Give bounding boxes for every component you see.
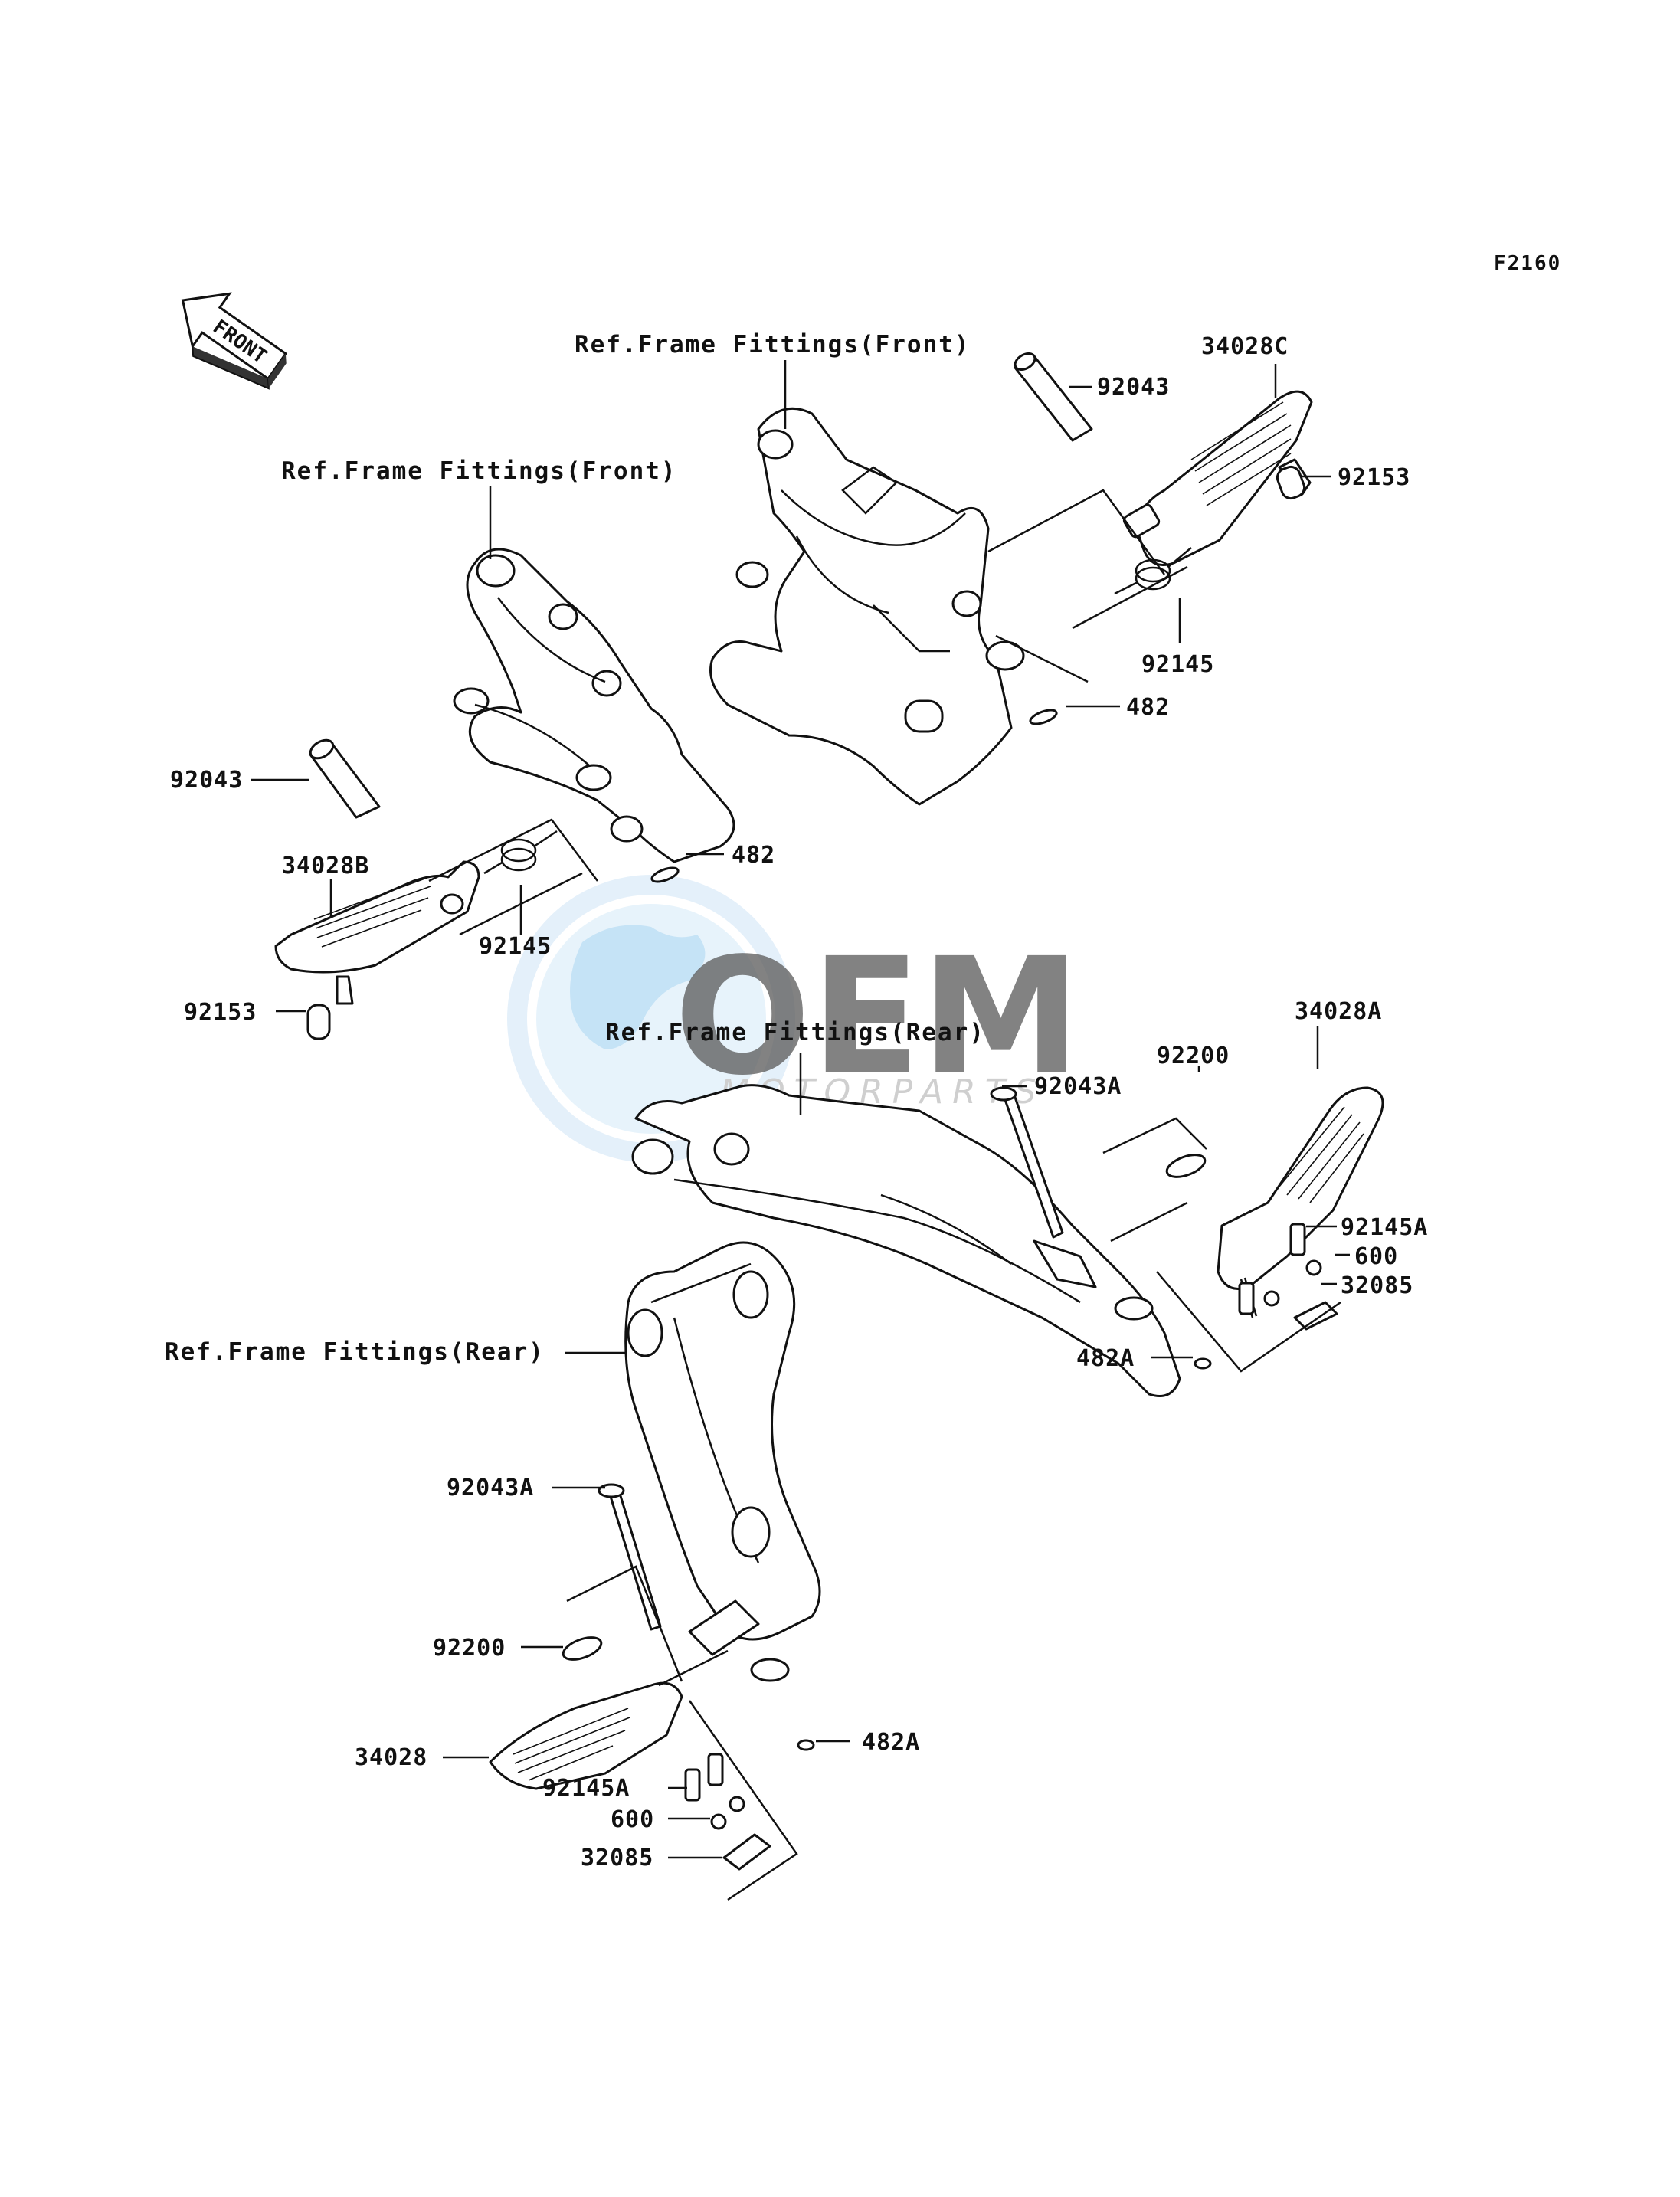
ref-rear-center: Ref.Frame Fittings(Rear): [605, 1019, 985, 1046]
bolt-92153-front-left: [336, 975, 354, 1005]
circlip-482-front-left: [650, 866, 680, 883]
label-92200-rear-left: 92200: [433, 1635, 506, 1662]
part-labels: 92043 34028C 92153 92145 482 92043 34028…: [170, 333, 1428, 1871]
label-482-front-right: 482: [1126, 694, 1170, 721]
label-482A-rear-left: 482A: [862, 1729, 920, 1756]
spring-92145A-rear-right: [1238, 1223, 1306, 1318]
label-92145-front-right: 92145: [1141, 651, 1214, 678]
reference-labels: Ref.Frame Fittings(Front) Ref.Frame Fitt…: [165, 331, 985, 1366]
label-34028A: 34028A: [1295, 998, 1382, 1025]
label-34028C: 34028C: [1201, 333, 1289, 360]
watermark: OEM MOTORPARTS: [507, 875, 1081, 1163]
label-92043-front-right: 92043: [1097, 374, 1170, 401]
plate-32085-rear-left: [722, 1833, 771, 1871]
label-92145A-rear-left: 92145A: [542, 1775, 630, 1802]
label-92145A-rear-right: 92145A: [1341, 1214, 1428, 1241]
label-92153-front-left: 92153: [184, 999, 257, 1026]
spring-92145A-rear-left: [684, 1753, 724, 1802]
circlip-482A-rear-left: [797, 1739, 815, 1751]
label-32085-rear-left: 32085: [581, 1845, 653, 1871]
label-92043A-rear-left: 92043A: [447, 1475, 534, 1501]
leader-lines: [251, 360, 1350, 1859]
ball-600-rear-right-b: [1305, 1259, 1322, 1276]
rear-left-bracket: [624, 1241, 821, 1641]
ball-600-rear-left-b: [729, 1796, 745, 1812]
diagram-code: F2160: [1494, 252, 1561, 275]
circlip-482A-rear-right: [1194, 1357, 1212, 1370]
rear-right-assembly: [631, 1084, 1384, 1397]
label-34028: 34028: [355, 1744, 427, 1771]
label-482A-rear-right: 482A: [1076, 1345, 1135, 1372]
footpeg-34028A: [1217, 1086, 1384, 1290]
label-92043-front-left: 92043: [170, 767, 243, 794]
ball-600-rear-left-a: [710, 1813, 727, 1830]
front-left-bracket: [466, 548, 735, 863]
ref-rear-left: Ref.Frame Fittings(Rear): [165, 1338, 545, 1366]
label-600-rear-right: 600: [1354, 1243, 1398, 1270]
label-92043A-rear-right: 92043A: [1034, 1073, 1122, 1100]
washer-92200-rear-right: [1165, 1154, 1207, 1178]
front-arrow-icon: FRONT: [181, 292, 287, 390]
label-34028B: 34028B: [282, 853, 369, 879]
label-32085-rear-right: 32085: [1341, 1272, 1413, 1299]
front-left-assembly: [274, 548, 735, 1040]
circlip-482-front-right: [1029, 709, 1058, 725]
plate-32085-rear-right: [1293, 1301, 1338, 1331]
ball-600-rear-right-a: [1263, 1290, 1280, 1307]
spring-92145-front-left: [483, 830, 558, 875]
label-600-rear-left: 600: [611, 1806, 654, 1833]
washer-92200-rear-left: [562, 1636, 603, 1661]
label-92145-front-left: 92145: [479, 933, 552, 960]
footpeg-34028: [489, 1681, 683, 1790]
watermark-brand: OEM: [674, 923, 1081, 1111]
label-482-front-left: 482: [732, 842, 775, 869]
ref-front-top: Ref.Frame Fittings(Front): [575, 331, 971, 359]
front-right-assembly: [709, 352, 1313, 806]
rear-left-assembly: [489, 1241, 821, 1901]
ref-front-left: Ref.Frame Fittings(Front): [281, 457, 677, 485]
label-92153-front-right: 92153: [1338, 464, 1410, 491]
label-92200-rear-right: 92200: [1157, 1043, 1230, 1069]
